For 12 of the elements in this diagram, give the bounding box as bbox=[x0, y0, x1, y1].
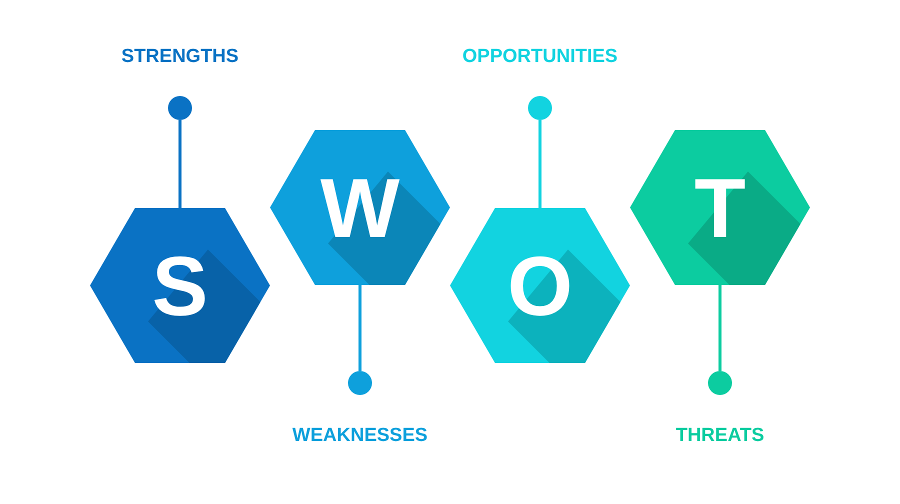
letter: T bbox=[694, 166, 746, 250]
connector-line bbox=[718, 285, 722, 371]
category-label: THREATS bbox=[676, 424, 764, 448]
letter: W bbox=[320, 166, 400, 250]
letter: S bbox=[152, 244, 208, 328]
category-label: OPPORTUNITIES bbox=[462, 44, 618, 69]
category-label: STRENGTHS bbox=[121, 44, 239, 69]
connector-line bbox=[358, 285, 362, 371]
letter: O bbox=[507, 244, 573, 328]
connector-line bbox=[538, 120, 542, 208]
connector-line bbox=[178, 120, 182, 208]
category-label: WEAKNESSES bbox=[292, 424, 428, 448]
